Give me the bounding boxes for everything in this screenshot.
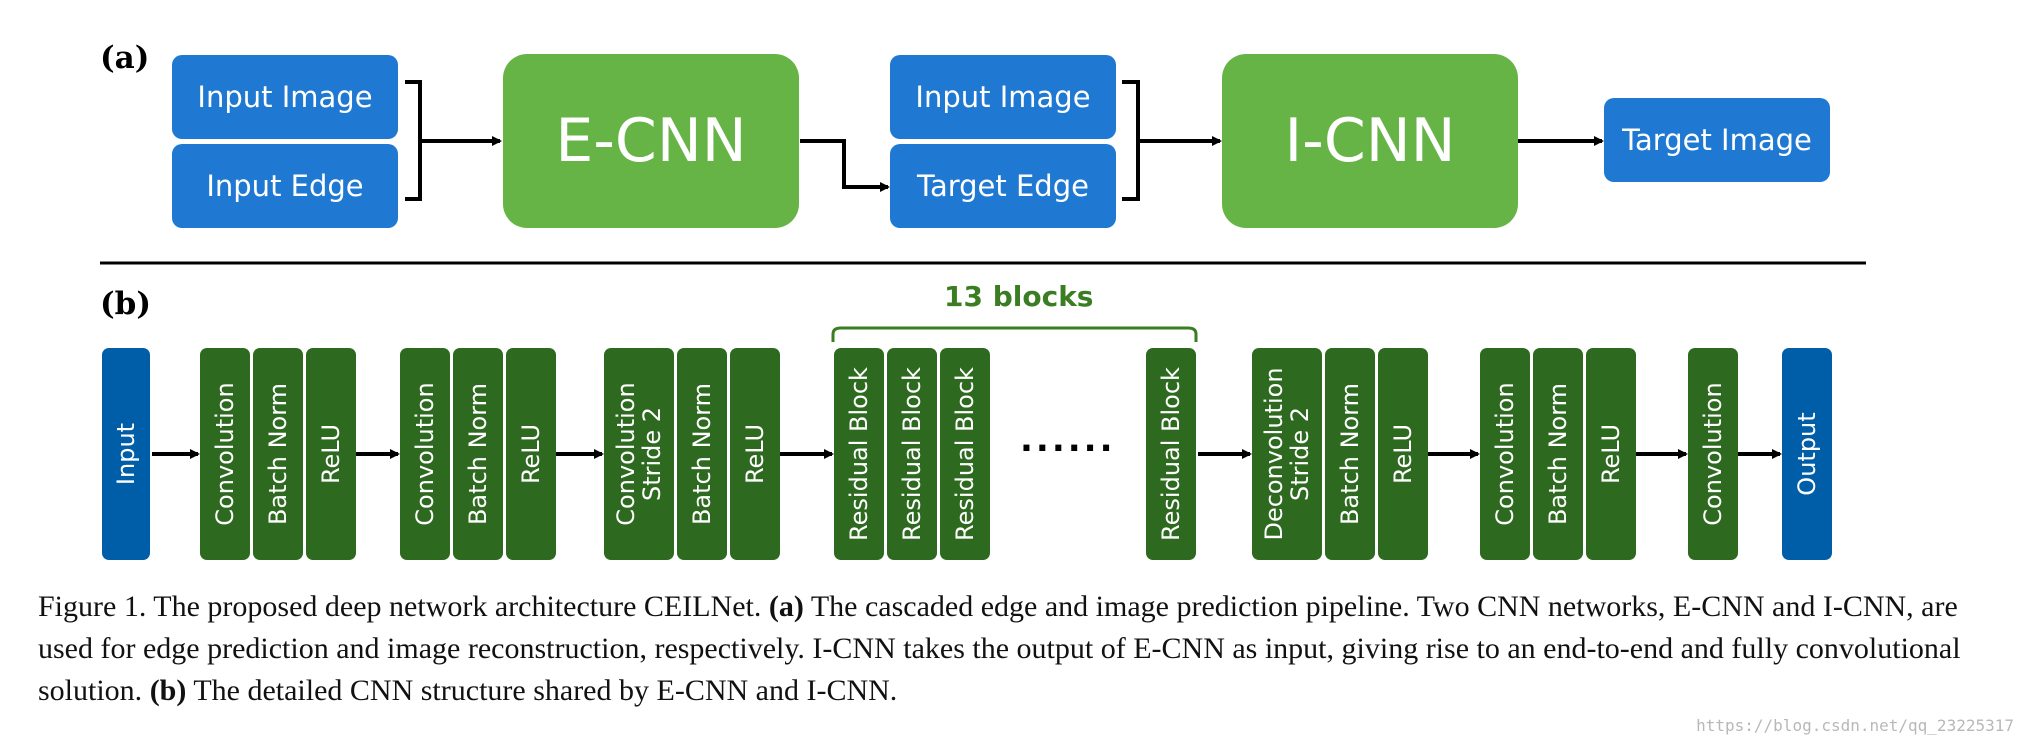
layer-convolution-stride2: Convolution Stride 2 xyxy=(604,348,674,560)
layer-label-line: Stride 2 xyxy=(638,406,666,502)
layer-batch-norm: Batch Norm xyxy=(253,348,303,560)
layer-label: ReLU xyxy=(741,423,769,485)
layer-label: Residual Block xyxy=(1157,367,1185,541)
input-image-box-2: Input Image xyxy=(890,55,1116,139)
layer-relu: ReLU xyxy=(506,348,556,560)
layer-label: Residual Block xyxy=(845,367,873,541)
layer-label: Batch Norm xyxy=(1544,382,1572,526)
layer-label: Batch Norm xyxy=(688,382,716,526)
caption-intro: Figure 1. The proposed deep network arch… xyxy=(38,590,769,623)
figure-caption: Figure 1. The proposed deep network arch… xyxy=(38,586,1988,712)
watermark-url: https://blog.csdn.net/qq_23225317 xyxy=(1696,716,2014,735)
layer-label: Residual Block xyxy=(898,367,926,541)
panel-a-label: (a) xyxy=(100,40,150,76)
layer-label: Convolution xyxy=(211,382,239,526)
layer-label-line: Stride 2 xyxy=(1286,406,1314,502)
layer-relu: ReLU xyxy=(730,348,780,560)
layer-label: Batch Norm xyxy=(264,382,292,526)
layer-deconvolution-stride2: Deconvolution Stride 2 xyxy=(1252,348,1322,560)
layer-batch-norm: Batch Norm xyxy=(1533,348,1583,560)
layer-label: ReLU xyxy=(1597,423,1625,485)
layer-label-multiline: Convolution Stride 2 xyxy=(612,382,666,526)
layer-label-line: Deconvolution xyxy=(1260,367,1288,541)
layer-label: ReLU xyxy=(317,423,345,485)
layer-label: ReLU xyxy=(1389,423,1417,485)
layer-label-line: Convolution xyxy=(612,382,640,526)
layer-label: Convolution xyxy=(411,382,439,526)
layer-batch-norm: Batch Norm xyxy=(1325,348,1375,560)
output-layer: Output xyxy=(1782,348,1832,560)
target-edge-box: Target Edge xyxy=(890,144,1116,228)
caption-b-label: (b) xyxy=(149,674,187,707)
output-layer-label: Output xyxy=(1793,412,1821,496)
input-edge-box: Input Edge xyxy=(172,144,398,228)
layer-relu: ReLU xyxy=(1586,348,1636,560)
residual-block: Residual Block xyxy=(887,348,937,560)
layer-batch-norm: Batch Norm xyxy=(677,348,727,560)
layer-label: Convolution xyxy=(1491,382,1519,526)
panel-b-label: (b) xyxy=(100,286,152,322)
layer-convolution: Convolution xyxy=(200,348,250,560)
target-image-box: Target Image xyxy=(1604,98,1830,182)
layer-convolution: Convolution xyxy=(1480,348,1530,560)
layer-relu: ReLU xyxy=(306,348,356,560)
caption-b-text: The detailed CNN structure shared by E-C… xyxy=(186,674,898,707)
layer-relu: ReLU xyxy=(1378,348,1428,560)
layer-label-multiline: Deconvolution Stride 2 xyxy=(1260,367,1314,541)
bracket-1 xyxy=(405,80,422,201)
caption-a-text: The cascaded edge and image prediction p… xyxy=(38,590,1961,707)
layer-convolution: Convolution xyxy=(400,348,450,560)
blocks-count-label: 13 blocks xyxy=(944,280,1094,313)
arrow-ecnn-to-target-edge xyxy=(800,139,890,192)
bracket-2 xyxy=(1122,80,1140,201)
input-image-box-1: Input Image xyxy=(172,55,398,139)
layer-label: Batch Norm xyxy=(1336,382,1364,526)
input-layer: Input xyxy=(102,348,150,560)
layer-label: Residual Block xyxy=(951,367,979,541)
residual-block: Residual Block xyxy=(834,348,884,560)
residual-block: Residual Block xyxy=(1146,348,1196,560)
layer-batch-norm: Batch Norm xyxy=(453,348,503,560)
layer-label: ReLU xyxy=(517,423,545,485)
layer-label: Batch Norm xyxy=(464,382,492,526)
ecnn-box: E-CNN xyxy=(503,54,799,228)
input-layer-label: Input xyxy=(112,422,140,486)
icnn-box: I-CNN xyxy=(1222,54,1518,228)
caption-a-label: (a) xyxy=(768,590,804,623)
residual-block: Residual Block xyxy=(940,348,990,560)
ellipsis-dots: ...... xyxy=(1020,420,1116,460)
layer-label: Convolution xyxy=(1699,382,1727,526)
layer-convolution: Convolution xyxy=(1688,348,1738,560)
blocks-brace xyxy=(831,326,1198,342)
